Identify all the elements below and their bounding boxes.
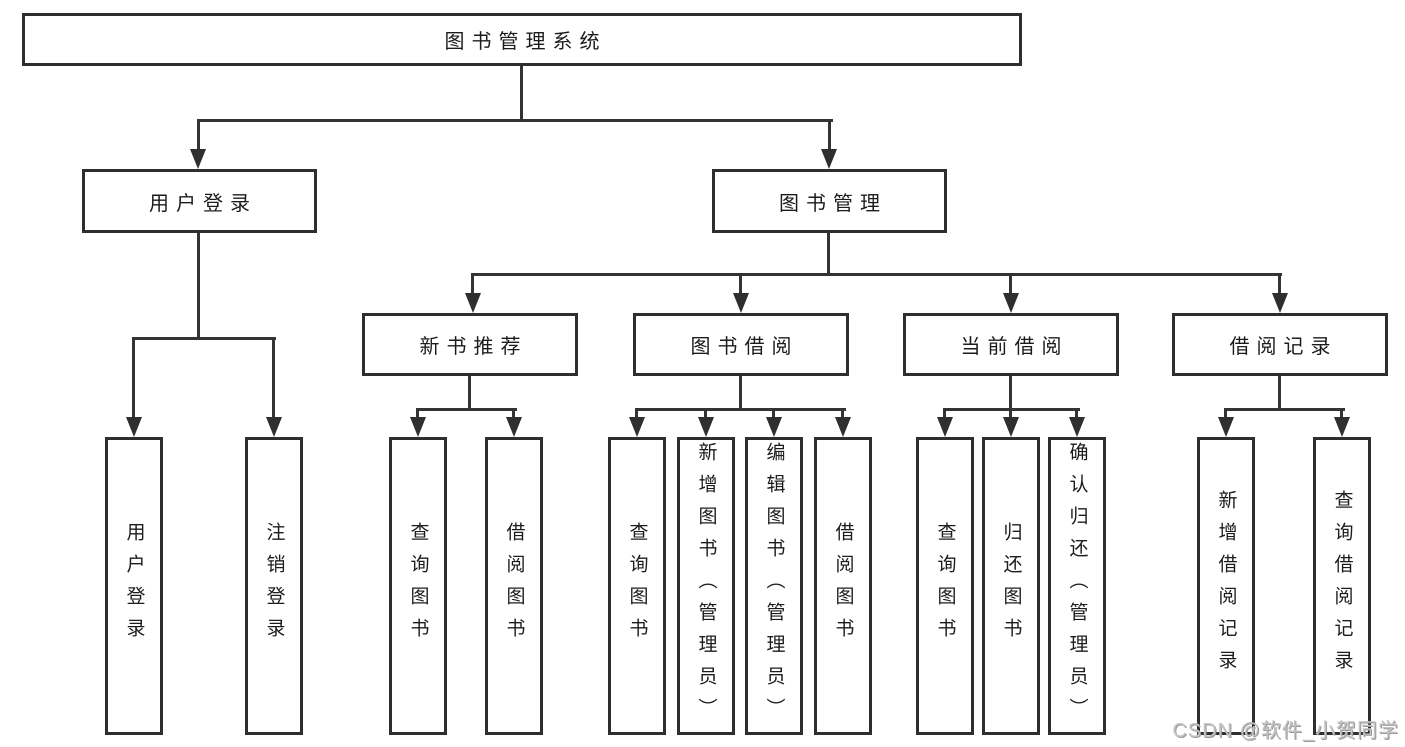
connector-hline [1224, 408, 1345, 411]
leaf-query-books-borrowing: 查询图书 [608, 437, 666, 735]
connector-hline [416, 408, 517, 411]
arrow-down-icon [698, 417, 714, 437]
node-label: 图书管理系统 [444, 31, 607, 53]
connector-vline [468, 376, 471, 411]
node-borrowing-records: 借阅记录 [1172, 313, 1388, 376]
connector-vline [272, 337, 275, 419]
node-book-management: 图书管理 [712, 169, 947, 233]
leaf-label: 注销登录 [263, 522, 285, 650]
arrow-down-icon [410, 417, 426, 437]
leaf-return-book: 归还图书 [982, 437, 1040, 735]
arrow-down-icon [821, 149, 837, 169]
connector-vline [828, 119, 831, 152]
node-label: 当前借阅 [960, 336, 1069, 358]
connector-vline [416, 408, 419, 420]
connector-vline [1075, 408, 1078, 420]
leaf-logout: 注销登录 [245, 437, 303, 735]
connector-hline [132, 337, 276, 340]
leaf-label: 确认归还（管理员） [1066, 442, 1088, 730]
arrow-down-icon [733, 293, 749, 313]
leaf-label: 查询图书 [934, 522, 956, 650]
connector-vline [1278, 273, 1281, 296]
watermark-text: CSDN @软件_小贺同学 [1172, 720, 1399, 742]
arrow-down-icon [629, 417, 645, 437]
leaf-add-borrow-record: 新增借阅记录 [1197, 437, 1255, 735]
connector-vline [739, 376, 742, 411]
node-user-login: 用户登录 [82, 169, 317, 233]
leaf-add-book-admin: 新增图书（管理员） [677, 437, 735, 735]
node-label: 图书借阅 [690, 336, 799, 358]
leaf-user-login: 用户登录 [105, 437, 163, 735]
node-current-borrowing: 当前借阅 [903, 313, 1119, 376]
connector-hline [635, 408, 846, 411]
connector-vline [1278, 376, 1281, 411]
arrow-down-icon [506, 417, 522, 437]
connector-vline [520, 66, 523, 121]
arrow-down-icon [835, 417, 851, 437]
node-label: 图书管理 [779, 192, 887, 215]
arrow-down-icon [465, 293, 481, 313]
arrow-down-icon [1003, 417, 1019, 437]
connector-vline [132, 337, 135, 419]
connector-vline [512, 408, 515, 420]
leaf-label: 查询图书 [407, 522, 429, 650]
connector-vline [1224, 408, 1227, 420]
leaf-label: 新增图书（管理员） [695, 442, 717, 730]
leaf-query-borrow-record: 查询借阅记录 [1313, 437, 1371, 735]
leaf-borrow-books-recommend: 借阅图书 [485, 437, 543, 735]
arrow-down-icon [937, 417, 953, 437]
connector-vline [197, 233, 200, 340]
connector-vline [841, 408, 844, 420]
leaf-query-books-current: 查询图书 [916, 437, 974, 735]
arrow-down-icon [266, 417, 282, 437]
arrow-down-icon [1334, 417, 1350, 437]
arrow-down-icon [190, 149, 206, 169]
arrow-down-icon [1272, 293, 1288, 313]
arrow-down-icon [1069, 417, 1085, 437]
leaf-label: 借阅图书 [832, 522, 854, 650]
node-new-book-recommend: 新书推荐 [362, 313, 578, 376]
leaf-label: 编辑图书（管理员） [763, 442, 785, 730]
connector-vline [197, 119, 200, 152]
arrow-down-icon [126, 417, 142, 437]
connector-vline [772, 408, 775, 420]
leaf-borrow-books-borrowing: 借阅图书 [814, 437, 872, 735]
connector-vline [635, 408, 638, 420]
leaf-confirm-return-admin: 确认归还（管理员） [1048, 437, 1106, 735]
leaf-label: 查询图书 [626, 522, 648, 650]
connector-vline [1009, 408, 1012, 420]
arrow-down-icon [1218, 417, 1234, 437]
connector-hline [197, 119, 833, 122]
node-label: 新书推荐 [419, 336, 528, 358]
arrow-down-icon [1003, 293, 1019, 313]
arrow-down-icon [766, 417, 782, 437]
node-label: 借阅记录 [1229, 336, 1338, 358]
node-book-borrowing: 图书借阅 [633, 313, 849, 376]
connector-vline [1009, 376, 1012, 411]
connector-vline [1340, 408, 1343, 420]
leaf-label: 借阅图书 [503, 522, 525, 650]
node-label: 用户登录 [149, 192, 257, 215]
connector-vline [1009, 273, 1012, 296]
leaf-label: 新增借阅记录 [1215, 490, 1237, 682]
connector-hline [471, 273, 1282, 276]
connector-vline [704, 408, 707, 420]
leaf-label: 归还图书 [1000, 522, 1022, 650]
leaf-label: 用户登录 [123, 522, 145, 650]
connector-vline [827, 233, 830, 276]
connector-vline [471, 273, 474, 296]
leaf-label: 查询借阅记录 [1331, 490, 1353, 682]
connector-vline [739, 273, 742, 296]
leaf-query-books-recommend: 查询图书 [389, 437, 447, 735]
connector-vline [943, 408, 946, 420]
node-library-management-system: 图书管理系统 [22, 13, 1022, 66]
leaf-edit-book-admin: 编辑图书（管理员） [745, 437, 803, 735]
